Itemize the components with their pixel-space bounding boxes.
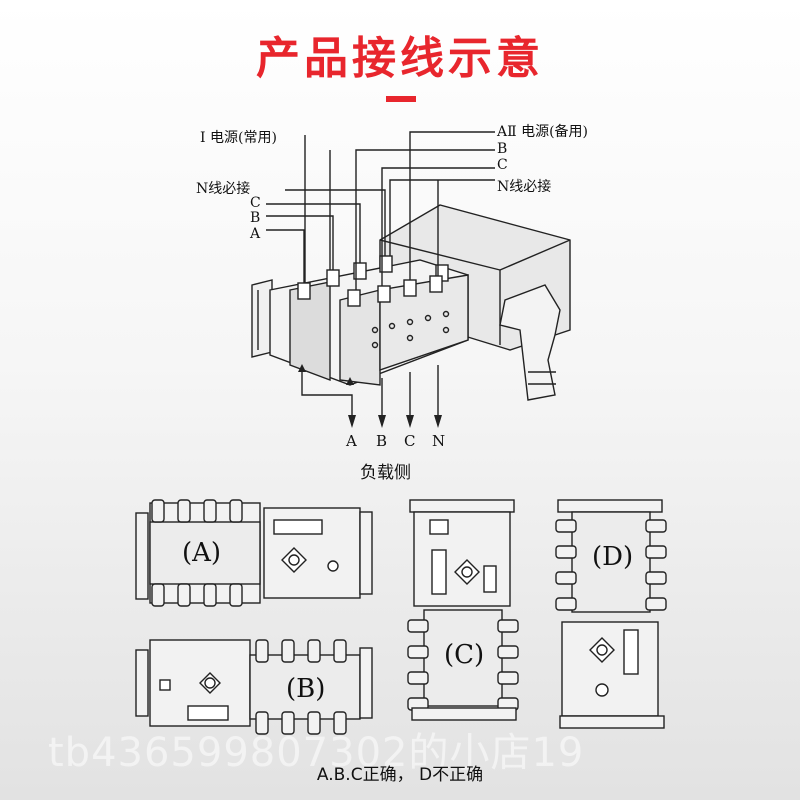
- mount-diagram-a: [135, 499, 373, 607]
- left-phase-label-c: C: [250, 195, 261, 211]
- mount-diagram-b: [135, 639, 373, 735]
- mount-label-c: (C): [444, 640, 485, 670]
- load-terminal-a: A: [346, 432, 357, 450]
- title-underline: [386, 96, 416, 102]
- load-terminal-b: B: [376, 432, 388, 450]
- load-side-label: 负载侧: [360, 463, 411, 483]
- mount-label-b: (B): [286, 674, 326, 704]
- mount-label-a: (A): [182, 538, 222, 568]
- mount-diagram-c: [407, 499, 519, 721]
- load-terminal-n: N: [432, 432, 446, 450]
- mount-label-d: (D): [592, 542, 634, 572]
- load-terminal-c: C: [404, 432, 416, 450]
- left-phase-label-a: A: [250, 226, 261, 242]
- right-phase-label-n: N线必接: [497, 179, 552, 195]
- watermark: tb436599807302的小店19: [48, 730, 585, 776]
- page-title: 产品接线示意: [256, 33, 544, 84]
- mount-diagram-d: [555, 499, 667, 729]
- source-one-label: I 电源(常用): [200, 130, 277, 146]
- right-phase-label-b: B: [497, 141, 508, 157]
- right-phase-label-c: C: [497, 157, 508, 173]
- source-two-label: AⅡ 电源(备用): [497, 124, 588, 140]
- left-phase-label-b: B: [250, 210, 261, 226]
- left-phase-label-n: N线必接: [196, 181, 251, 197]
- caption: A.B.C正确， D不正确: [316, 765, 484, 785]
